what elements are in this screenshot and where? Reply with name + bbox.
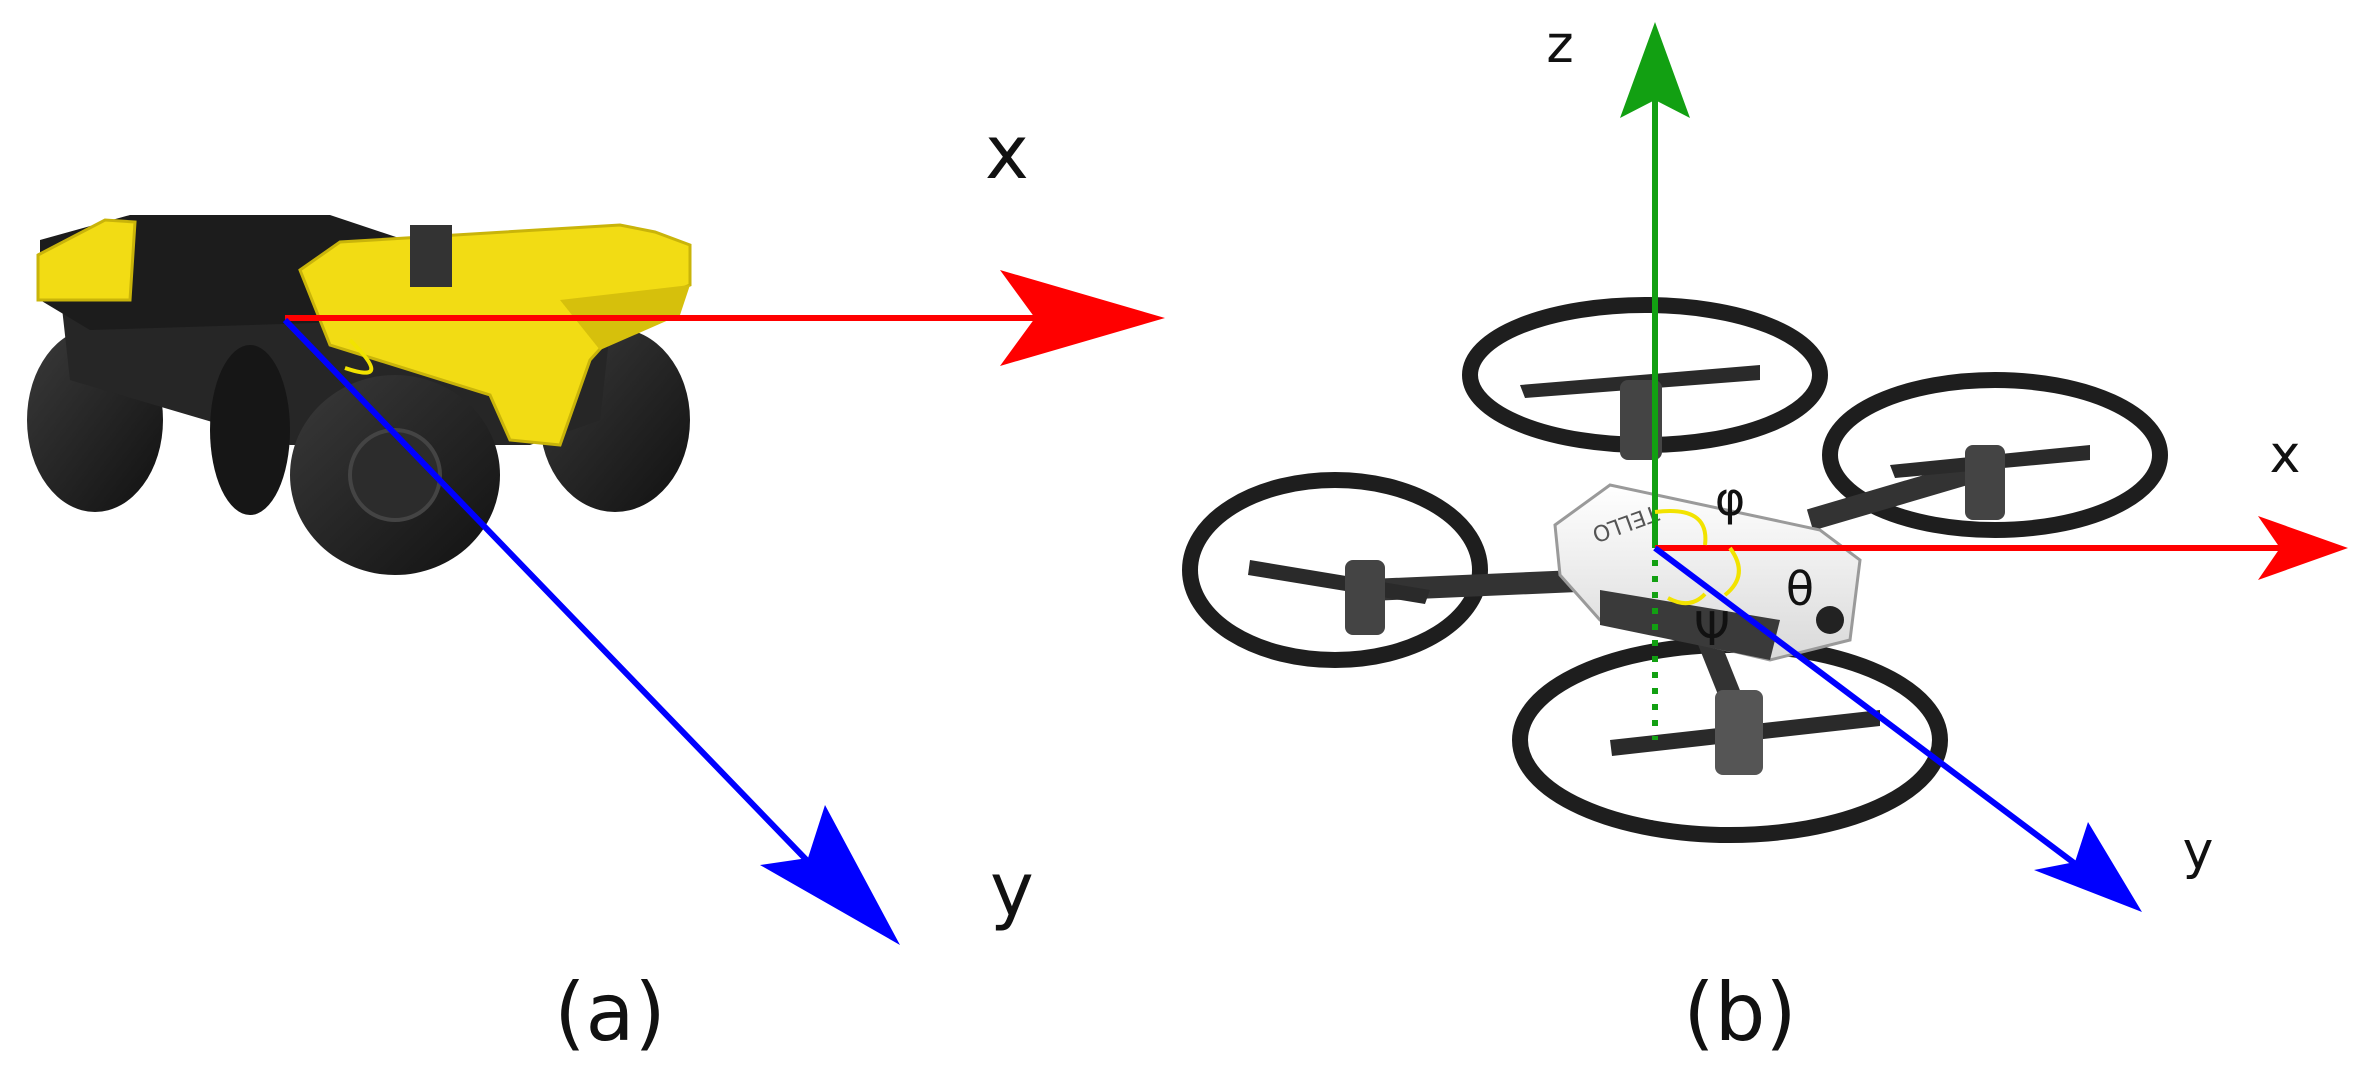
drone-z-label: z <box>1546 15 1573 75</box>
drone-pitch-arc <box>1723 546 1741 597</box>
drone-x-label: x <box>2270 425 2301 485</box>
robot-angle-arc <box>344 338 374 375</box>
drone-pitch-label: θ <box>1786 562 1814 616</box>
panel-a-caption: (a) <box>554 966 665 1059</box>
drone-roll-arc <box>1654 509 1708 546</box>
drone-z-arrowhead <box>1620 22 1690 118</box>
drone-y-label: y <box>2183 821 2214 881</box>
drone-image: TELLO <box>1182 297 2168 843</box>
drone-roll-label: φ <box>1715 472 1745 526</box>
panel-a: x y (a) <box>27 110 1165 1059</box>
drone-x-arrowhead <box>2258 516 2348 580</box>
robot-y-label: y <box>990 847 1034 933</box>
robot-y-axis <box>282 317 853 908</box>
robot-x-arrowhead <box>1000 270 1165 366</box>
robot-x-label: x <box>985 110 1029 196</box>
panel-b: TELLO z x y φ θ Ψ (b) <box>1182 15 2348 1059</box>
drone-y-axis <box>1653 545 2092 878</box>
drone-yaw-arc <box>1667 592 1707 606</box>
drone-yaw-label: Ψ <box>1694 602 1730 656</box>
robot-y-arrowhead <box>760 805 900 945</box>
drone-y-arrowhead <box>2034 822 2142 912</box>
panel-b-caption: (b) <box>1683 966 1796 1059</box>
